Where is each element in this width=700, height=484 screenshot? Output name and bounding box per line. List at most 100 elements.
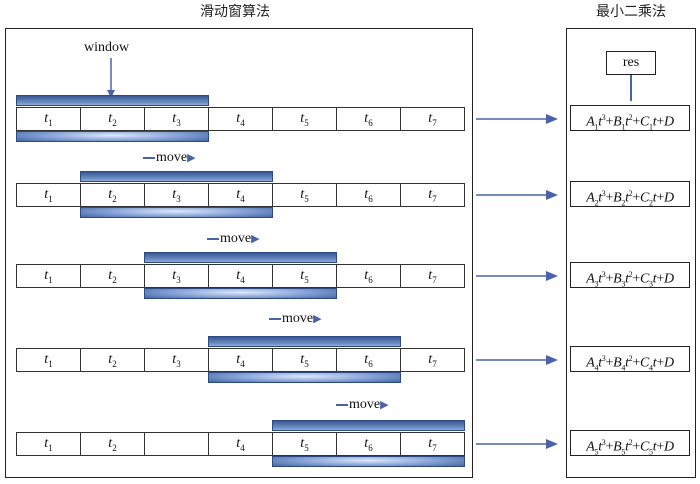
- formula-coef-a-index: 1: [594, 122, 599, 132]
- time-cell-index: 7: [432, 193, 437, 204]
- time-cell-var: t: [236, 436, 241, 451]
- time-cell-var: t: [172, 352, 177, 367]
- formula-var-t: t: [652, 355, 657, 371]
- time-cell-index: 6: [368, 274, 373, 285]
- time-cell-index: 6: [368, 442, 373, 453]
- time-cell-index: 7: [432, 442, 437, 453]
- time-cell-var: t: [300, 187, 305, 202]
- time-cell-var: t: [428, 187, 433, 202]
- formula-coef-a-index: 4: [594, 363, 599, 373]
- time-cell: t1: [16, 348, 81, 372]
- formula-coef-c-index: 1: [649, 122, 653, 132]
- formula-var-t: t: [598, 439, 602, 455]
- time-cell: t7: [400, 183, 465, 207]
- formula-coef-d: D: [663, 355, 674, 371]
- formula-coef-c-index: 3: [649, 279, 653, 289]
- time-cell: [144, 432, 209, 456]
- move-arrow-icon: ▶: [380, 399, 389, 411]
- time-cell-var: t: [428, 352, 433, 367]
- time-cell: t4: [208, 183, 273, 207]
- formula-power-3: 3: [601, 270, 606, 279]
- time-cell: t7: [400, 264, 465, 288]
- time-cell: t6: [336, 183, 401, 207]
- time-cell-index: 7: [432, 274, 437, 285]
- time-cell: t6: [336, 348, 401, 372]
- sliding-window-title: 滑动窗算法: [200, 4, 270, 20]
- formula-plus: +: [605, 439, 614, 455]
- formula-coef-b-index: 3: [621, 279, 626, 289]
- time-cell-index: 4: [240, 193, 245, 204]
- time-cell: t4: [208, 264, 273, 288]
- time-cell-var: t: [44, 111, 49, 126]
- time-cell-var: t: [364, 187, 369, 202]
- time-cell: t7: [400, 107, 465, 131]
- time-cell: t4: [208, 432, 273, 456]
- time-cell-index: 2: [112, 193, 117, 204]
- time-cell-index: 2: [112, 442, 117, 453]
- time-cell: t2: [80, 264, 145, 288]
- time-cell-index: 6: [368, 117, 373, 128]
- move-text: move: [156, 150, 188, 166]
- move-arrow-icon: ▶: [251, 233, 260, 245]
- formula-coef-c-index: 5: [649, 447, 653, 457]
- formula-power-2: 2: [628, 270, 633, 279]
- time-cell: t6: [336, 432, 401, 456]
- formula-coef-a: A: [586, 114, 595, 130]
- time-cell-var: t: [300, 352, 305, 367]
- right-arrow-icon: [476, 355, 558, 365]
- formula-coef-c-index: 2: [649, 198, 653, 208]
- formula-plus: +: [632, 355, 640, 371]
- formula-coef-c-index: 4: [649, 363, 653, 373]
- formula-var-t: t: [652, 271, 657, 287]
- time-cell: t1: [16, 107, 81, 131]
- time-cell: t2: [80, 432, 145, 456]
- formula-plus: +: [605, 355, 614, 371]
- time-cell-index: 5: [304, 358, 309, 369]
- time-cell: t3: [144, 183, 209, 207]
- window-band-bottom: [16, 131, 209, 142]
- formula-coef-a: A: [586, 439, 595, 455]
- formula-coef-b: B: [613, 271, 622, 287]
- time-cell-var: t: [44, 352, 49, 367]
- time-cell-index: 3: [176, 117, 181, 128]
- time-cell-index: 5: [304, 193, 309, 204]
- time-cell: t6: [336, 264, 401, 288]
- time-cell-var: t: [108, 111, 113, 126]
- polynomial-formula: A2t3+B2t2+C2t+D: [570, 181, 690, 207]
- formula-coef-a: A: [586, 271, 595, 287]
- formula-coef-b-index: 5: [621, 447, 626, 457]
- time-cell-var: t: [428, 436, 433, 451]
- formula-var-t: t: [598, 271, 602, 287]
- time-cell: t4: [208, 107, 273, 131]
- formula-plus: +: [632, 114, 640, 130]
- formula-coef-b-index: 4: [621, 363, 626, 373]
- time-cell: t1: [16, 264, 81, 288]
- time-cell: t7: [400, 432, 465, 456]
- time-cell: t5: [272, 107, 337, 131]
- formula-var-t: t: [652, 439, 657, 455]
- time-cell-index: 1: [48, 117, 53, 128]
- time-cell-index: 1: [48, 442, 53, 453]
- formula-var-t: t: [598, 355, 602, 371]
- time-cell-var: t: [364, 111, 369, 126]
- formula-var-t: t: [625, 271, 629, 287]
- formula-coef-a-index: 2: [594, 198, 599, 208]
- right-arrow-icon: [476, 114, 558, 124]
- formula-var-t: t: [598, 190, 602, 206]
- window-band-top: [144, 252, 337, 263]
- least-squares-title: 最小二乘法: [596, 4, 666, 20]
- formula-coef-c: C: [639, 114, 650, 130]
- time-cell-index: 4: [240, 117, 245, 128]
- time-cell-var: t: [364, 268, 369, 283]
- polynomial-formula: A1t3+B1t2+C1t+D: [570, 105, 690, 131]
- move-label: move▶: [336, 397, 389, 413]
- formula-plus: +: [605, 190, 614, 206]
- time-cell: t2: [80, 348, 145, 372]
- time-cell-index: 2: [112, 358, 117, 369]
- time-cell: t3: [144, 348, 209, 372]
- time-cell-index: 1: [48, 358, 53, 369]
- time-cell-index: 7: [432, 358, 437, 369]
- right-arrow-icon: [476, 271, 558, 281]
